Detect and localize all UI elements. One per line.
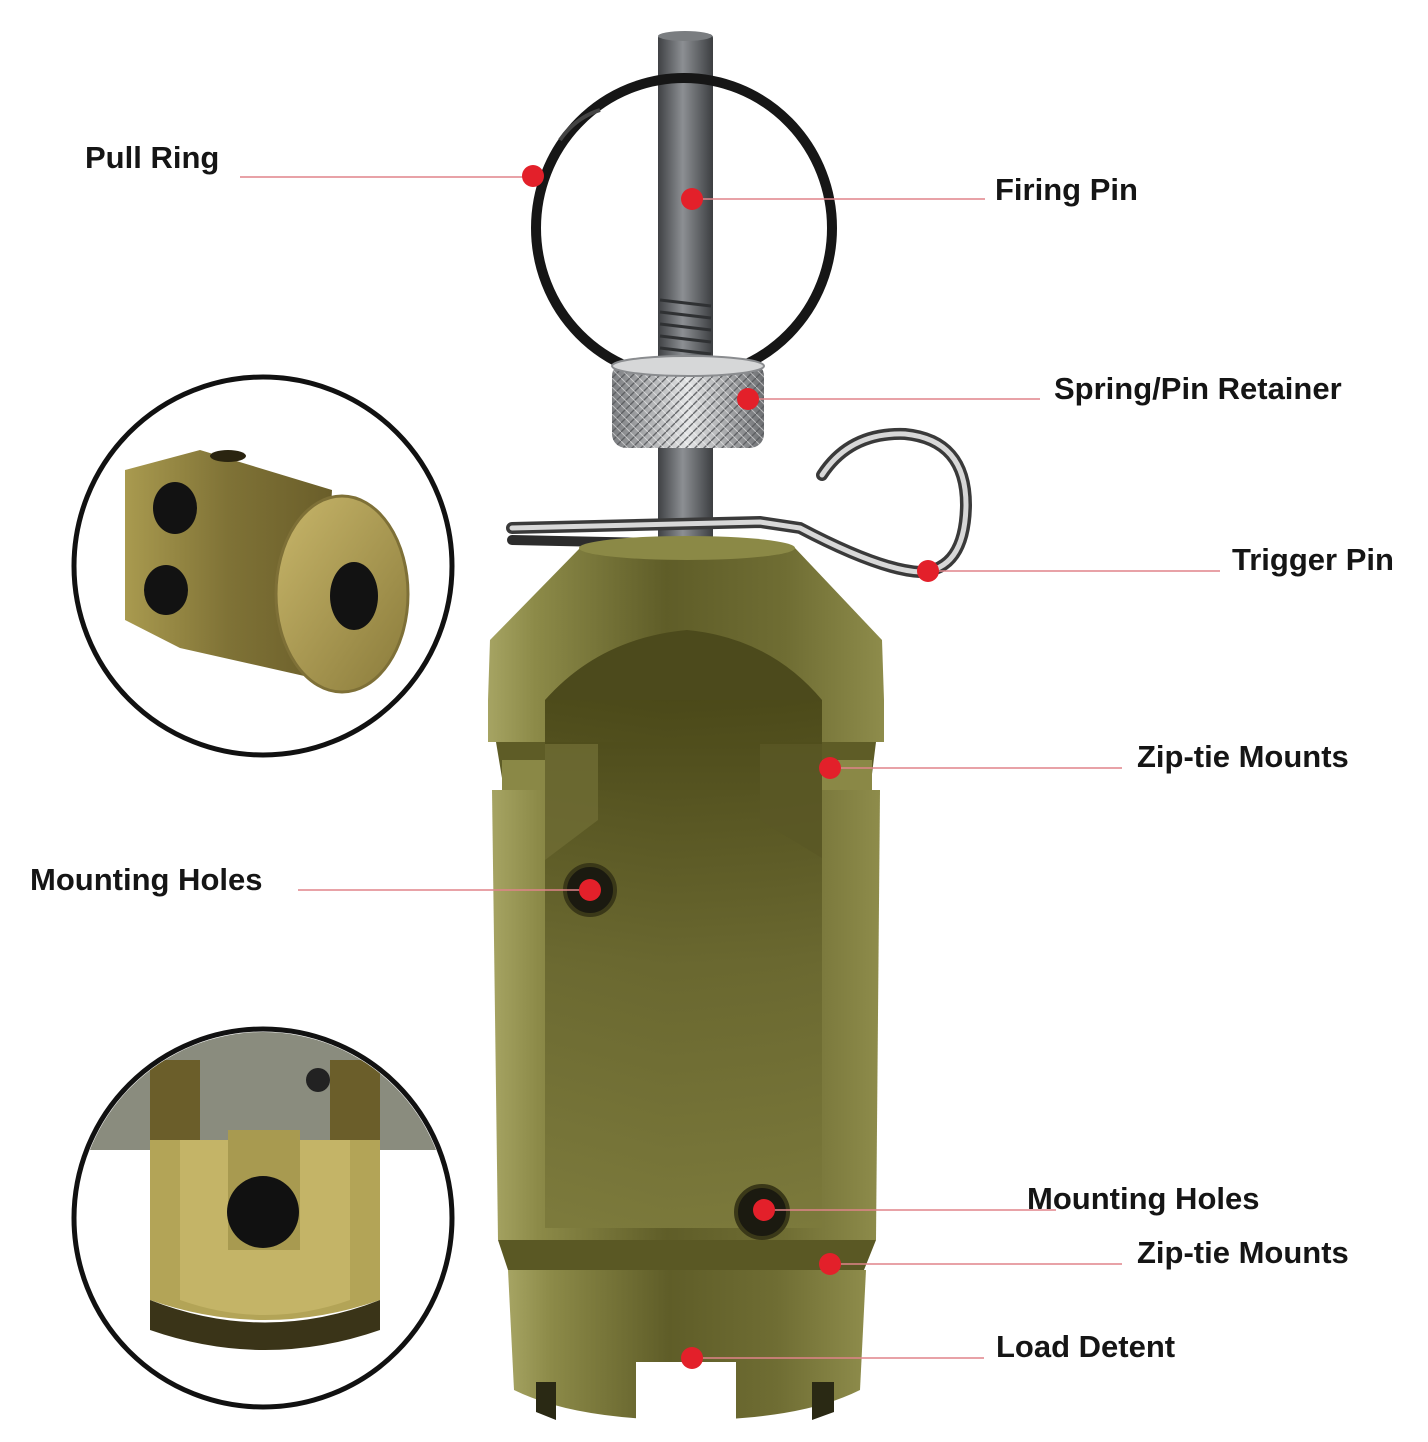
device-base	[508, 1270, 866, 1420]
marker-dots	[522, 165, 939, 1369]
red-dot-icon	[819, 1253, 841, 1275]
firing-pin-rod	[658, 34, 713, 554]
load-detent-notch	[636, 1362, 736, 1420]
label-firing-pin: Firing Pin	[995, 172, 1138, 207]
red-dot-icon	[819, 757, 841, 779]
red-dot-icon	[681, 188, 703, 210]
red-dot-icon	[522, 165, 544, 187]
label-load-detent: Load Detent	[996, 1329, 1176, 1364]
red-dot-icon	[753, 1199, 775, 1221]
pin-threads	[659, 298, 712, 356]
zip-tie-groove-bottom	[498, 1240, 876, 1270]
red-dot-icon	[579, 879, 601, 901]
inset-retainer-collar	[71, 374, 455, 758]
leader-lines	[240, 176, 1220, 1359]
label-mounting-holes-left: Mounting Holes	[30, 862, 263, 897]
label-mounting-holes-bottom: Mounting Holes	[1027, 1181, 1260, 1216]
label-zip-tie-mounts-bottom: Zip-tie Mounts	[1137, 1235, 1349, 1270]
red-dot-icon	[737, 388, 759, 410]
spring-pin-retainer-part	[611, 355, 765, 448]
label-trigger-pin: Trigger Pin	[1232, 542, 1394, 577]
label-pull-ring: Pull Ring	[85, 140, 220, 175]
device-cap	[488, 548, 884, 700]
device-illustration	[488, 31, 973, 1420]
inset-base-view	[71, 1026, 455, 1410]
label-zip-tie-mounts-top: Zip-tie Mounts	[1137, 739, 1349, 774]
red-dot-icon	[681, 1347, 703, 1369]
red-dot-icon	[917, 560, 939, 582]
label-spring-pin-retainer: Spring/Pin Retainer	[1054, 371, 1342, 406]
